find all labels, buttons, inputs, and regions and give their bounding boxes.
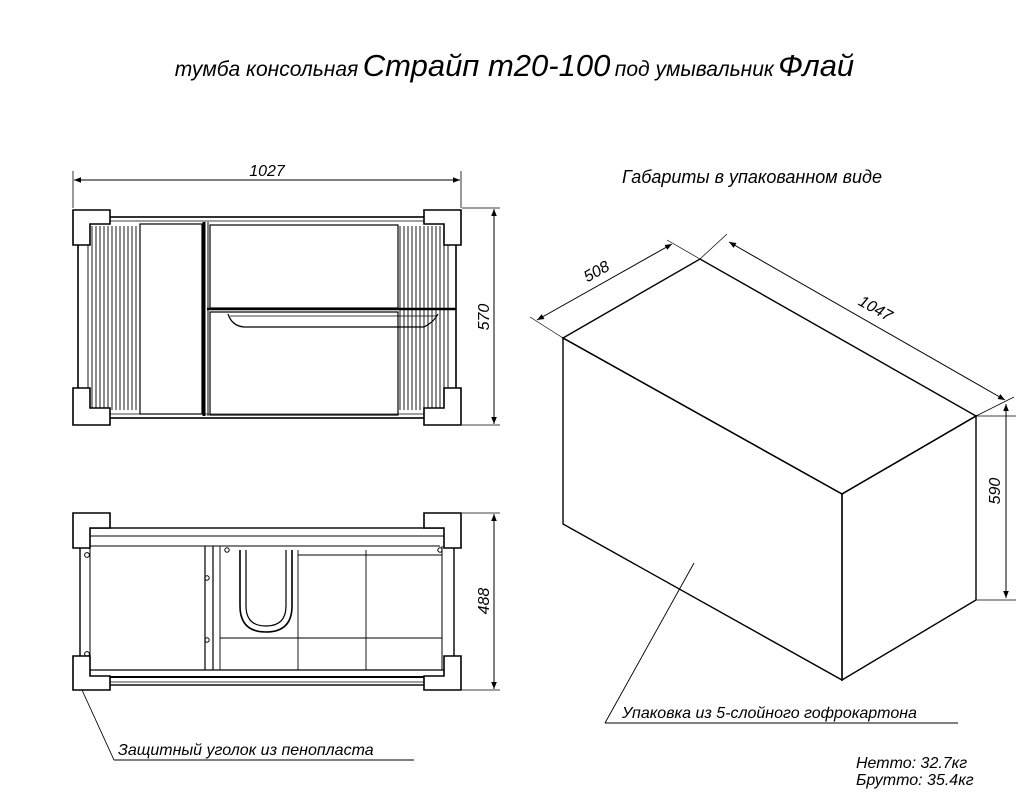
top-foam-corners [72,512,462,691]
drawer-handle [227,313,439,328]
package-heading: Габариты в упакованном виде [622,167,882,187]
right-fluted-panel [399,226,449,410]
box-side-face [841,414,977,682]
top-corner-bottom-right [423,655,462,691]
front-corner-bottom-left [72,387,111,426]
package-material-label: Упаковка из 5-слойного гофрокартона [621,705,917,722]
front-height-value: 570 [476,304,493,331]
top-corner-bottom-left [72,655,111,691]
box-front-face [562,336,843,682]
box-depth-value: 508 [581,258,613,286]
front-width-value: 1027 [249,163,286,180]
top-drawer [209,224,399,309]
front-corner-top-left [72,209,111,246]
package-box: 508 1047 590 Упаковка из 5-слойного гофр… [529,233,1016,724]
front-cabinet-outline [77,216,457,419]
top-view-fixings [84,547,443,657]
top-view: 488 Защитный уголок из пенопласта [72,512,500,761]
box-top-face [561,258,978,495]
title-model: Страйп т20-100 [362,48,611,83]
bottom-drawer [209,311,399,416]
title-prefix: тумба консольная [174,58,359,81]
front-corner-bottom-right [423,387,462,426]
title-basin: Флай [778,48,855,83]
top-depth-value: 488 [476,588,493,615]
top-corner-top-left [72,512,111,549]
top-cabinet-outline [79,527,455,686]
drawing-title: тумба консольная Страйп т20-100 под умыв… [0,48,1029,84]
top-corner-top-right [423,512,462,549]
corner-leader-line [81,689,115,761]
package-leader-line [604,562,695,724]
box-length-value: 1047 [855,293,895,326]
net-weight: Нетто: 32.7кг [856,755,968,772]
title-middle: под умывальник [614,58,774,81]
corner-label: Защитный уголок из пенопласта [118,742,374,759]
front-corner-top-right [423,209,462,246]
front-foam-corners [72,209,462,426]
box-depth-dimension-line [536,243,673,321]
front-view: 1027 570 [72,163,500,426]
left-fluted-panel [87,226,141,410]
siphon-cutout [239,550,293,633]
box-height-value: 590 [987,478,1004,505]
box-length-dimension-line [728,241,1006,401]
gross-weight: Брутто: 35.4кг [856,772,974,789]
left-door-panel [139,223,203,415]
